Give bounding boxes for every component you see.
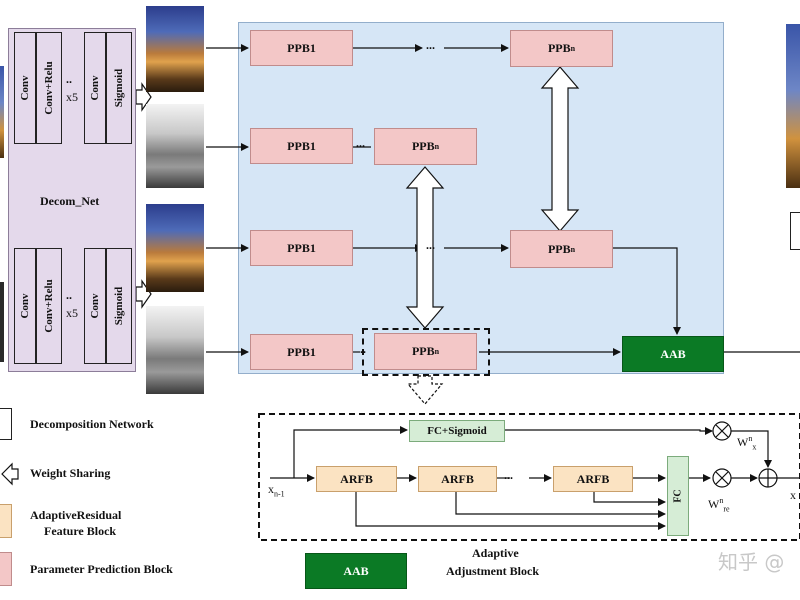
legend-arfb-swatch [0,504,12,538]
legend-aab-line1: Adaptive [472,546,519,560]
weight-x-sup: n [748,434,753,443]
ppb1-row3: PPB1 [250,230,353,266]
ppb1-row2: PPB1 [250,128,353,164]
right-edge-photo [786,24,800,188]
ppbn-label: PPB [547,41,571,55]
ppb1-row1: PPB1 [250,30,353,66]
conv-relu-label: Conv+Relu [43,61,55,115]
input-x-label: xn-1 [268,482,285,498]
photo-gray-top [146,104,204,188]
legend-decomposition-label: Decomposition Network [30,417,154,431]
decom-conv-bottom-2: Conv [84,248,106,364]
weight-re-base: W [708,497,720,511]
ppbn-sub: n [570,44,576,53]
ppbn-sub: n [434,142,440,151]
conv-label: Conv [19,75,31,101]
sigmoid-label: Sigmoid [113,68,125,108]
left-edge-photo-bottom [0,282,4,362]
fc-sigmoid-block: FC+Sigmoid [409,420,505,442]
decom-sigmoid-top: Sigmoid [106,32,132,144]
decom-sigmoid-bottom: Sigmoid [106,248,132,364]
conv-label: Conv [89,293,101,319]
decom-conv-relu-top: Conv+Relu [36,32,62,144]
ppbn-label: PPB [411,139,435,153]
decom-x5-bottom: x5 [66,306,78,320]
decom-dots-bottom: .. [66,288,72,302]
decom-conv-top: Conv [14,32,36,144]
ppbn-label: PPB [411,344,435,358]
arfb-1: ARFB [316,466,397,492]
arfb-3: ARFB [553,466,633,492]
ellipsis-row3: ... [426,238,435,252]
aab-block: AAB [622,336,724,372]
input-x-base: x [268,482,274,496]
decom-conv-bottom: Conv [14,248,36,364]
weight-re-label: Wnre [708,496,730,513]
legend-ppb-swatch [0,552,12,586]
ppbn-sub: n [434,347,440,356]
photo-color-top [146,6,204,92]
decom-x5-top: x5 [66,90,78,104]
conv-label: Conv [89,75,101,101]
sigmoid-label: Sigmoid [113,286,125,326]
legend-arfb-line2: Feature Block [44,524,117,538]
ppbn-row4-dashed-frame [362,328,490,376]
legend-arfb-line1: AdaptiveResidual [30,508,122,522]
decom-net-label: Decom_Net [38,194,102,209]
weight-x-sub: x [752,442,757,452]
input-x-sub: n-1 [274,489,285,499]
right-edge-box [790,212,800,250]
ellipsis-row2: ... [356,136,365,150]
legend-aab-line2: Adjustment Block [446,564,540,578]
output-x-label: x [790,488,796,502]
weight-re-sup: n [719,496,724,505]
decom-dots-top: .. [66,72,72,86]
weight-x-label: Wnx [737,434,756,451]
arfb-ellipsis: ... [504,468,513,482]
decom-conv-relu-bottom: Conv+Relu [36,248,62,364]
arfb-2: ARFB [418,466,497,492]
photo-gray-bottom [146,306,204,394]
conv-label: Conv [19,293,31,319]
legend-aab-swatch: AAB [305,553,407,589]
photo-color-bottom [146,204,204,292]
weight-x-base: W [737,435,749,449]
ppbn-sub: n [570,244,576,254]
weight-re-sub: re [723,504,730,514]
left-edge-photo-top [0,66,4,158]
fc-label: FC [672,489,684,503]
conv-relu-label: Conv+Relu [43,279,55,333]
decom-conv-top-2: Conv [84,32,106,144]
fc-block: FC [667,456,689,536]
legend-weight-sharing-label: Weight Sharing [30,466,111,480]
watermark: 知乎 @ [718,550,785,574]
ppbn-label: PPB [547,241,571,256]
ellipsis-row1: ... [426,38,435,52]
legend-decomposition-swatch [0,408,12,440]
legend-ppb-label: Parameter Prediction Block [30,562,173,576]
ppb1-row4: PPB1 [250,334,353,370]
